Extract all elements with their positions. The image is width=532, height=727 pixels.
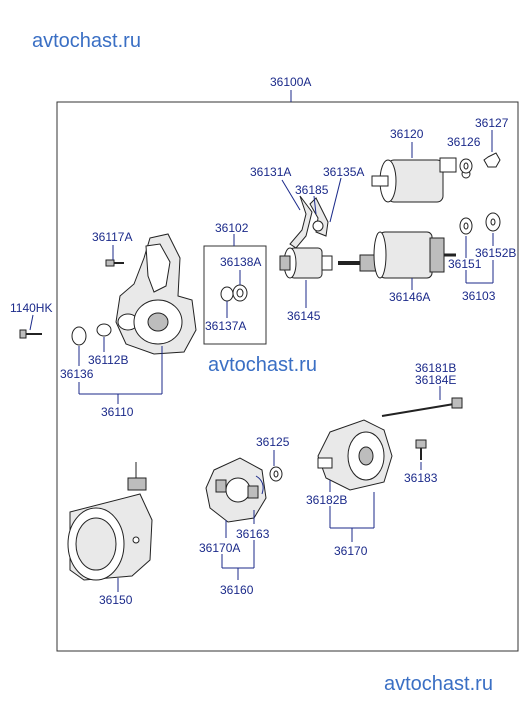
label-36170A: 36170A <box>199 541 240 555</box>
label-36102: 36102 <box>215 221 249 235</box>
bushing-part <box>71 326 87 346</box>
label-36170: 36170 <box>334 544 368 558</box>
front-housing-part <box>115 233 197 355</box>
label-36126: 36126 <box>447 135 481 149</box>
label-36125: 36125 <box>256 435 290 449</box>
bushing-part <box>96 323 112 337</box>
label-36137A: 36137A <box>205 319 246 333</box>
label-1140HK: 1140HK <box>10 301 52 315</box>
watermark-bottom: avtochast.ru <box>384 673 493 695</box>
label-36103: 36103 <box>462 289 496 303</box>
label-36100A: 36100A <box>270 75 311 89</box>
label-36183: 36183 <box>404 471 438 485</box>
nut-part <box>483 152 501 168</box>
watermark-top: avtochast.ru <box>32 30 141 52</box>
label-36117A: 36117A <box>92 230 132 244</box>
label-36127: 36127 <box>475 116 509 130</box>
solenoid-part <box>371 157 471 203</box>
label-36184E: 36184E <box>415 373 456 387</box>
label-36131A: 36131A <box>250 165 291 179</box>
label-36112B: 36112B <box>88 353 128 367</box>
pinion-drive-part <box>279 247 333 279</box>
shift-lever-part <box>289 195 329 249</box>
label-36138A: 36138A <box>220 255 261 269</box>
watermark-middle: avtochast.ru <box>208 354 317 376</box>
label-36135A: 36135A <box>323 165 364 179</box>
label-36160: 36160 <box>220 583 254 597</box>
label-36150: 36150 <box>99 593 133 607</box>
label-36151: 36151 <box>448 257 482 271</box>
rear-cover-part <box>317 419 393 491</box>
yoke-part <box>67 462 153 581</box>
label-36181B: 36181B <box>415 361 456 375</box>
label-36146A: 36146A <box>389 290 430 304</box>
label-36182B: 36182B <box>306 493 347 507</box>
through-bolt-part <box>381 397 463 417</box>
ring-part <box>220 286 234 302</box>
screw-part <box>415 439 427 460</box>
subgroup-box <box>203 245 267 345</box>
label-36110: 36110 <box>101 405 134 419</box>
armature-part <box>338 231 456 279</box>
brush-holder-part <box>205 457 267 523</box>
assembly-frame <box>56 101 519 652</box>
label-36163: 36163 <box>236 527 270 541</box>
bolt-part <box>105 259 124 267</box>
bolt-part <box>19 329 42 339</box>
label-36120: 36120 <box>390 127 424 141</box>
label-36136: 36136 <box>60 367 94 381</box>
label-36185: 36185 <box>295 183 329 197</box>
label-36145: 36145 <box>287 309 321 323</box>
label-36152B: 36152B <box>475 246 516 260</box>
